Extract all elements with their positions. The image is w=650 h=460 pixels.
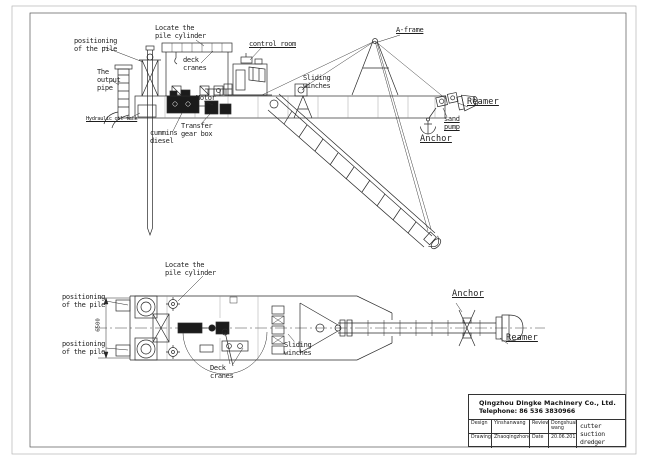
date-label: Date [530, 434, 549, 448]
spud-wells [134, 295, 158, 361]
label-output-pipe: The output pipe [97, 68, 121, 93]
hydraulic-oil-tank [137, 104, 157, 118]
design-label: Design [469, 420, 492, 434]
reamer-cone-plan [495, 314, 524, 342]
label-motor: Motor [196, 94, 216, 102]
product-title: cutter suction dredger [580, 422, 605, 446]
plan-view [95, 275, 545, 375]
label-control-room: control room [249, 40, 296, 48]
label-transfer-gearbox: Transfer gear box [181, 122, 213, 139]
company-telephone: Telephone: 86 536 3830966 [479, 408, 576, 415]
label-locate-cylinder-side: Locate the pile cylinder [155, 24, 206, 41]
label-deck-cranes-side: deck cranes [183, 56, 207, 73]
deck-crane-plan [182, 328, 268, 375]
machinery-plan [177, 321, 230, 335]
review-name: Dongshuai wang [549, 420, 577, 434]
company-name: Qingzhou Dingke Machinery Co., Ltd. [479, 399, 616, 407]
leader-lines-plan [105, 275, 509, 365]
label-positioning-pile-plan-top: positioning of the pile [62, 293, 106, 310]
reamer-cone-side [456, 94, 479, 112]
label-anchor-plan: Anchor [452, 289, 484, 299]
pipe-trestle [293, 95, 313, 119]
label-hydraulic-tank: Hydraulic oil tank [86, 116, 138, 122]
label-positioning-pile-side: positioning of the pile [74, 37, 118, 54]
label-sand-pump: sand pump [444, 115, 460, 132]
motor-block [219, 103, 232, 115]
cummins-diesel-engine [166, 89, 200, 114]
title-block-header: Qingzhou Dingke Machinery Co., Ltd. Tele… [469, 395, 625, 420]
transfer-gear-box [199, 100, 219, 115]
label-width-dimension: 6500 [95, 318, 102, 332]
sliding-winches-plan [271, 305, 285, 355]
date-value: 20.06.2011 [549, 434, 577, 448]
bulkhead-box [152, 313, 170, 343]
output-pipe [103, 64, 133, 129]
side-view [103, 34, 479, 250]
control-cabin [228, 53, 272, 96]
deck-equipment [213, 83, 233, 96]
sheet-frame [11, 5, 637, 455]
anchor-davit-plan [458, 309, 476, 347]
deck-fittings-plan [199, 340, 249, 353]
winch-house [294, 83, 308, 97]
cutter-ladder [267, 93, 436, 248]
title-block: Qingzhou Dingke Machinery Co., Ltd. Tele… [468, 394, 626, 448]
label-sliding-winches-plan: Sliding winches [284, 341, 312, 358]
hull-plan [129, 295, 393, 361]
hoist-cables [261, 40, 447, 232]
leader-lines-side [103, 34, 469, 132]
drawing-name: Zhaoqingzhong [492, 434, 530, 448]
a-frame [351, 38, 399, 96]
pile-gantry [139, 53, 161, 97]
label-sliding-winches-side: Sliding winches [303, 74, 331, 91]
spud-pile [145, 45, 155, 237]
pile-guides [115, 299, 131, 357]
label-locate-cylinder-plan: Locate the pile cylinder [165, 261, 216, 278]
title-block-grid: Design Yinshanwang Review Dongshuai wang… [469, 420, 625, 448]
review-label: Review [530, 420, 549, 434]
anchor-symbol-side [420, 107, 437, 135]
label-anchor-side: Anchor [420, 134, 452, 144]
pile-cylinders [166, 297, 180, 359]
label-reamer-side: Reamer [467, 97, 499, 107]
label-positioning-pile-plan-bottom: positioning of the pile [62, 340, 106, 357]
drawing-label: Drawing [469, 434, 492, 448]
design-name: Yinshanwang [492, 420, 530, 434]
sand-pump-unit [435, 92, 459, 108]
cutter-head [423, 231, 442, 250]
label-reamer-plan: Reamer [506, 333, 538, 343]
label-cummins-diesel: cummins diesel [150, 129, 178, 146]
label-deck-cranes-plan: Deck cranes [210, 364, 234, 381]
label-a-frame: A-frame [396, 26, 424, 34]
dimension-6500 [98, 297, 130, 359]
